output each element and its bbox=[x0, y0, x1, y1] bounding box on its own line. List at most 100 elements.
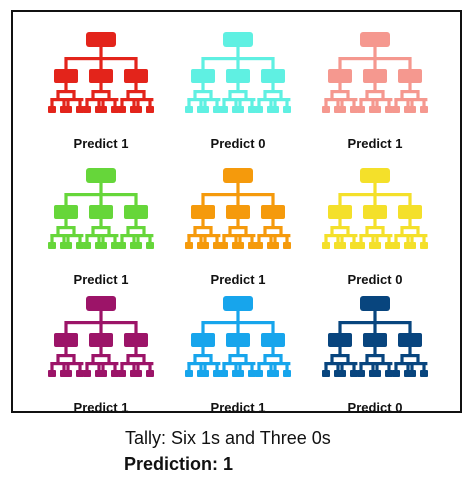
leaf-node bbox=[283, 242, 291, 249]
internal-node bbox=[328, 205, 352, 219]
edge bbox=[238, 234, 256, 238]
tree-prediction-label: Predict 1 bbox=[73, 272, 129, 287]
edge bbox=[375, 234, 379, 243]
leaf-node bbox=[420, 106, 428, 113]
edge bbox=[244, 90, 248, 100]
edge bbox=[85, 362, 89, 371]
leaf-node bbox=[271, 370, 279, 377]
tree-cell: Predict 1 bbox=[36, 168, 166, 296]
internal-node bbox=[191, 69, 215, 83]
edge bbox=[408, 321, 412, 333]
root-node bbox=[86, 296, 116, 311]
tree-prediction-label: Predict 0 bbox=[347, 400, 403, 415]
edge bbox=[410, 362, 414, 371]
internal-node bbox=[124, 205, 148, 219]
edge bbox=[352, 234, 356, 243]
edge bbox=[263, 354, 267, 364]
leaf-node bbox=[373, 242, 381, 249]
edge bbox=[99, 57, 103, 69]
leaf-node bbox=[185, 370, 193, 377]
edge bbox=[416, 90, 420, 100]
edge bbox=[50, 98, 54, 107]
edge bbox=[64, 321, 68, 333]
edge bbox=[228, 90, 232, 100]
edge bbox=[101, 362, 105, 371]
leaf-node bbox=[338, 242, 346, 249]
edge bbox=[422, 362, 426, 371]
edge bbox=[406, 98, 410, 107]
edge bbox=[352, 98, 356, 107]
edge bbox=[273, 98, 291, 102]
leaf-node bbox=[392, 242, 400, 249]
edge bbox=[201, 193, 205, 205]
edge bbox=[402, 226, 418, 230]
leaf-node bbox=[322, 370, 330, 377]
edge bbox=[365, 226, 369, 236]
edge bbox=[330, 90, 334, 100]
edge bbox=[236, 183, 240, 193]
edge bbox=[134, 321, 138, 333]
edge bbox=[120, 362, 138, 366]
edge bbox=[228, 354, 232, 364]
internal-node bbox=[226, 333, 250, 347]
edge bbox=[222, 234, 226, 243]
leaf-node bbox=[385, 106, 393, 113]
tree-prediction-label: Predict 1 bbox=[73, 136, 129, 151]
edge bbox=[203, 98, 221, 102]
internal-node bbox=[226, 69, 250, 83]
edge bbox=[134, 347, 138, 355]
edge bbox=[209, 354, 213, 364]
edge bbox=[203, 362, 221, 366]
edge bbox=[222, 98, 240, 102]
edge bbox=[375, 234, 393, 238]
leaf-node bbox=[118, 370, 126, 377]
edge bbox=[99, 83, 103, 91]
edge bbox=[62, 98, 66, 107]
leaf-node bbox=[420, 370, 428, 377]
edge bbox=[269, 234, 273, 243]
leaf-node bbox=[64, 370, 72, 377]
leaf-node bbox=[213, 242, 221, 249]
edge bbox=[201, 83, 205, 91]
leaf-node bbox=[357, 370, 365, 377]
tree-cell: Predict 0 bbox=[173, 32, 303, 160]
leaf-node bbox=[350, 106, 358, 113]
edge bbox=[250, 98, 254, 107]
edge bbox=[215, 234, 219, 243]
internal-node bbox=[54, 333, 78, 347]
leaf-node bbox=[111, 242, 119, 249]
edge bbox=[230, 354, 246, 358]
tree-prediction-label: Predict 0 bbox=[347, 272, 403, 287]
edge bbox=[273, 98, 277, 107]
root-node bbox=[360, 32, 390, 47]
leaf-node bbox=[64, 106, 72, 113]
edge bbox=[203, 98, 207, 107]
edge bbox=[58, 226, 74, 230]
edge bbox=[257, 362, 275, 366]
edge bbox=[50, 362, 54, 371]
edge bbox=[142, 90, 146, 100]
edge bbox=[338, 347, 342, 355]
edge bbox=[373, 219, 377, 227]
leaf-node bbox=[76, 106, 84, 113]
leaf-node bbox=[385, 370, 393, 377]
edge bbox=[148, 98, 152, 107]
edge bbox=[203, 362, 207, 371]
edge bbox=[381, 90, 385, 100]
leaf-node bbox=[350, 370, 358, 377]
edge bbox=[373, 83, 377, 91]
edge bbox=[410, 98, 414, 107]
edge bbox=[58, 354, 74, 358]
leaf-node bbox=[408, 370, 416, 377]
decision-tree-icon bbox=[322, 296, 428, 377]
edge bbox=[387, 98, 391, 107]
edge bbox=[257, 362, 261, 371]
edge bbox=[203, 234, 221, 238]
edge bbox=[271, 321, 275, 333]
edge bbox=[56, 90, 60, 100]
root-node bbox=[223, 32, 253, 47]
edge bbox=[394, 234, 398, 243]
edge bbox=[408, 347, 412, 355]
leaf-node bbox=[357, 242, 365, 249]
edge bbox=[187, 234, 191, 243]
